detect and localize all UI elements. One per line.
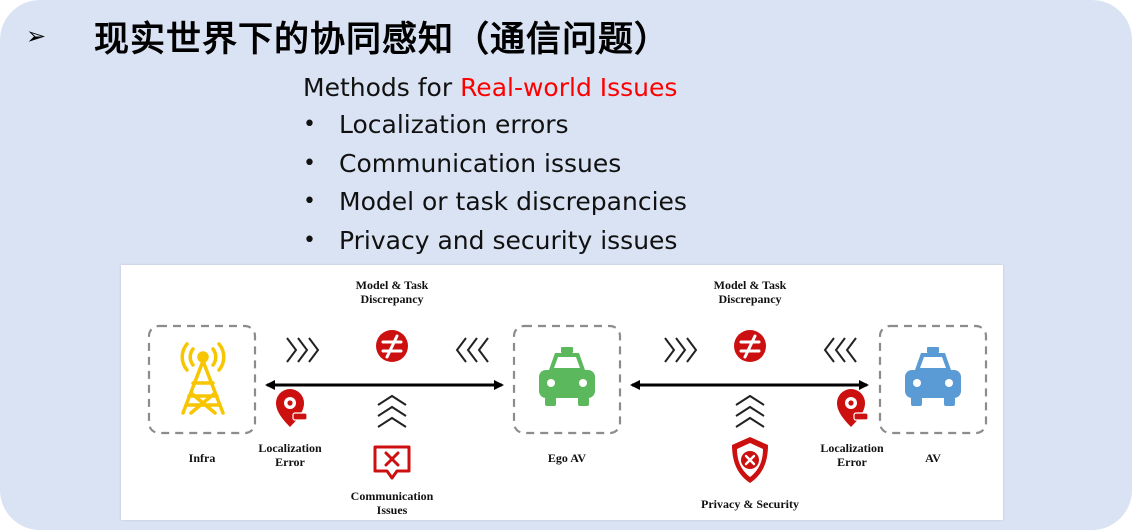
bullet-dot: • [303,189,316,214]
title-arrow-bullet: ➢ [26,22,47,50]
car-icon [539,347,595,406]
list-item: • Communication issues [303,145,687,184]
list-item: • Privacy and security issues [303,222,687,261]
bullet-dot: • [303,150,316,176]
shield-x-icon [732,437,768,483]
av-label: AV [925,451,941,465]
model-task-discrepancy-label: Model & Task Discrepancy [355,278,429,306]
message-error-icon [373,445,411,480]
list-item-label: Model or task discrepancies [339,187,687,216]
chevrons-icon [735,394,765,428]
list-item-label: Communication issues [339,148,622,178]
location-error-icon [837,389,869,427]
methods-heading-prefix: Methods for [303,73,461,102]
list-item-label: Localization errors [339,110,569,139]
car-icon [905,347,961,406]
chevrons-icon [455,337,489,363]
infra-label: Infra [188,451,216,465]
methods-heading-highlight: Real-world Issues [460,73,678,102]
bullet-dot: • [303,227,316,253]
chevrons-icon [286,337,320,363]
localization-error-label: Localization Error [820,441,884,469]
slide-title-row: ➢ 现实世界下的协同感知（通信问题） [26,6,670,66]
localization-error-label: Localization Error [258,441,322,469]
not-equal-icon [734,330,766,362]
bullet-dot: • [303,112,316,137]
chevrons-icon [823,337,857,363]
slide-title: 现实世界下的协同感知（通信问题） [94,19,671,60]
ego-av-node-box [512,324,622,435]
diagram-graphics [147,324,988,483]
list-item: • Model or task discrepancies [303,183,687,222]
list-item-label: Privacy and security issues [339,225,678,255]
tower-icon [180,342,226,415]
methods-list-block: Methods for Real-world Issues • Localizat… [303,70,687,260]
model-task-discrepancy-label: Model & Task Discrepancy [713,278,787,306]
av-node-box [878,324,988,435]
methods-heading: Methods for Real-world Issues [303,70,687,106]
chevrons-icon [664,337,698,363]
methods-list: • Localization errors • Communication issu… [303,106,687,260]
location-error-icon [276,389,308,427]
infra-node-box [147,324,257,435]
not-equal-icon [376,330,408,362]
communication-issues-label: Communication Issues [350,489,434,517]
chevrons-icon [377,394,407,428]
privacy-security-label: Privacy & Security [701,497,799,511]
ego-av-label: Ego AV [547,451,587,465]
cooperative-perception-diagram: Model & Task Discrepancy Model & Task Di… [121,265,1003,520]
list-item: • Localization errors [303,106,687,145]
